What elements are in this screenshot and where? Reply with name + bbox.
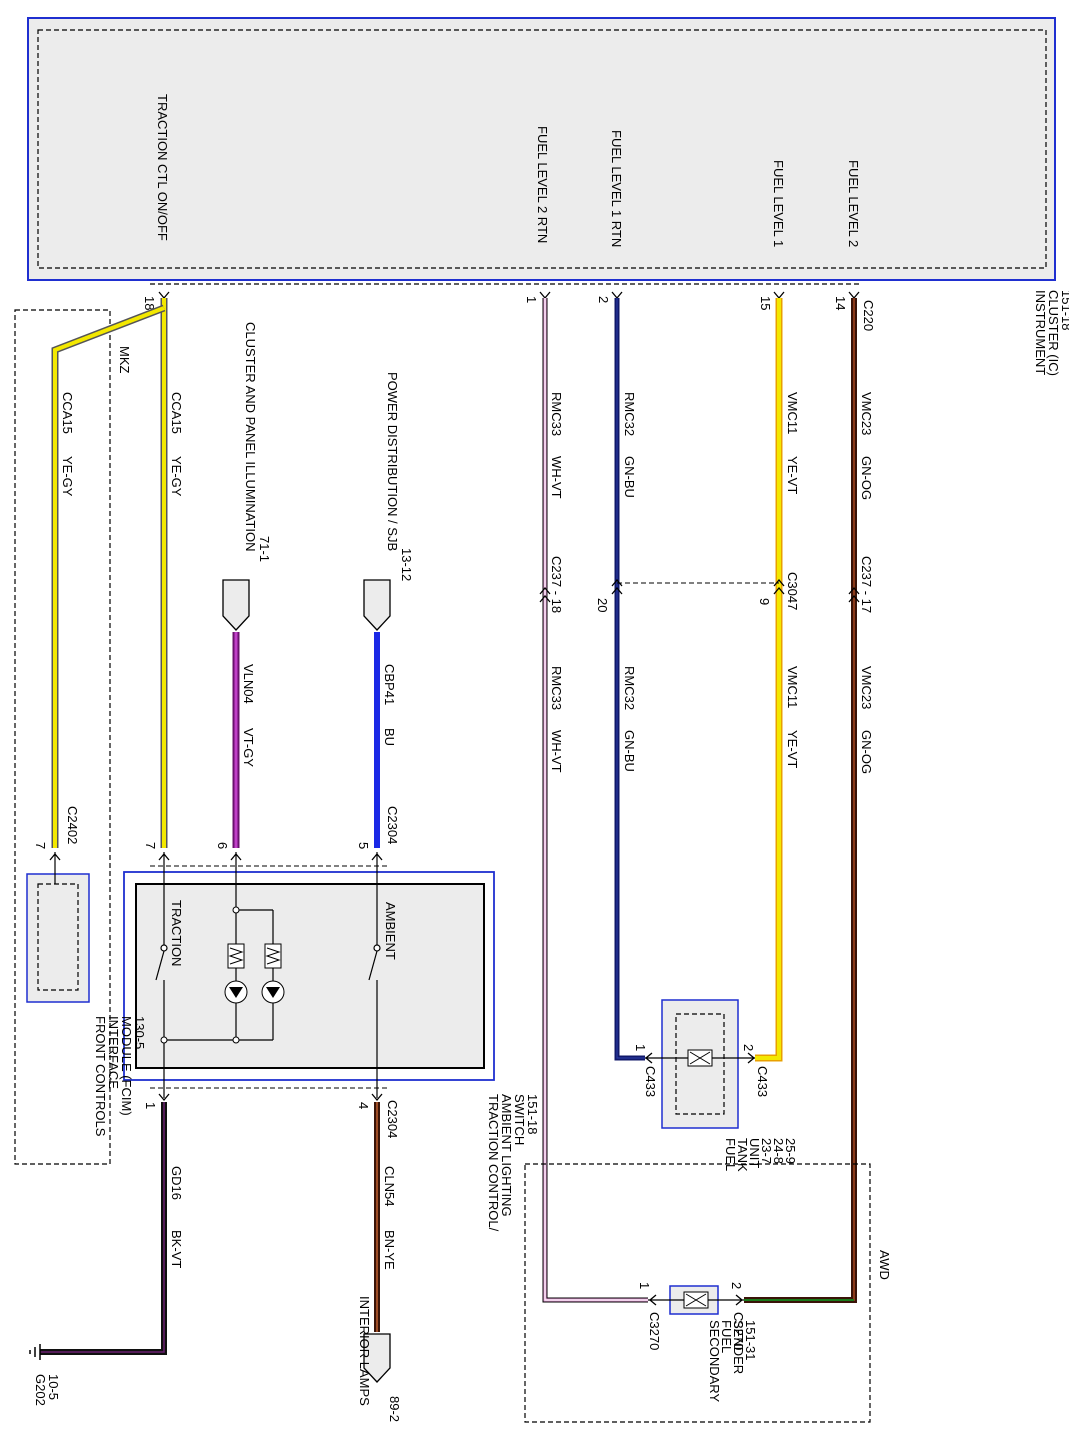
connector-c3047: C3047 — [785, 572, 800, 610]
wire-label-vmc11-circuit: VMC11 — [785, 392, 800, 434]
pin-6: 6 — [215, 842, 230, 849]
cluster-panel-ref: CLUSTER AND PANEL ILLUMINATION 71-1 — [222, 322, 272, 631]
ic-name: INSTRUMENT CLUSTER (IC) 151-18 — [1033, 290, 1069, 380]
instrument-cluster: TRACTION CTL ON/OFF FUEL LEVEL 2 RTN FUE… — [27, 17, 1069, 380]
wire-rmc33 — [542, 298, 648, 1303]
connector-c3270-left: C3270 — [647, 1312, 662, 1350]
pin-7-switch: 7 — [143, 842, 158, 849]
svg-text:G202 10-5: G202 10-5 — [33, 1374, 61, 1409]
wire-label-vln04-color: VT-GY — [241, 728, 256, 767]
wire-label-vmc23-color: GN-OG — [859, 456, 874, 500]
fuel-tank-unit: FUEL TANK UNIT 23-7 24-8 25-9 — [644, 999, 798, 1175]
ground-g202: G202 10-5 — [29, 1344, 61, 1409]
wire-label-gd16-color: BK-VT — [169, 1230, 184, 1268]
svg-text:FUEL TANK UNIT: FUEL TANK UNIT 23-7 24-8 25-9 — [723, 1138, 798, 1175]
traction-ambient-switch: TRACTION AMBIENT — [123, 852, 495, 1098]
switch-label-traction: TRACTION — [169, 900, 184, 966]
svg-text:FRONT CONTROLS INTERFACE: FRONT CONTROLS INTERFACE MODULE (FCIM) 1… — [93, 1016, 147, 1140]
wire-label-rmc32-circuit: RMC32 — [622, 392, 637, 436]
fcim-module: FRONT CONTROLS INTERFACE MODULE (FCIM) 1… — [26, 852, 147, 1140]
pin-20: 20 — [595, 598, 610, 612]
awd-label: AWD — [877, 1250, 892, 1280]
wire-label-cca15-color: YE-GY — [169, 456, 184, 497]
svg-text:CLUSTER AND PANEL ILLUMINATION: CLUSTER AND PANEL ILLUMINATION 71-1 — [243, 322, 272, 562]
wire-label-rmc33-color: WH-VT — [549, 456, 564, 499]
connector-c433-left: C433 — [643, 1066, 658, 1097]
wire-label-rmc33-circuit-2: RMC33 — [549, 666, 564, 710]
wire-label-vmc11-circuit-2: VMC11 — [785, 666, 800, 708]
wire-label-cbp41-color: BU — [382, 728, 397, 746]
wire-label-rmc32-circuit-2: RMC32 — [622, 666, 637, 710]
interior-lamps-ref: INTERIOR LAMPS 89-2 — [357, 1296, 402, 1422]
pin-1: 1 — [524, 296, 539, 303]
ic-pin-label-fuel-level-1: FUEL LEVEL 1 — [771, 160, 786, 247]
connector-c433-right: C433 — [755, 1066, 770, 1097]
wire-label-rmc32-color: GN-BU — [622, 456, 637, 498]
interior-lamps-label: INTERIOR LAMPS — [357, 1296, 372, 1406]
wire-label-vmc11-color: YE-VT — [785, 456, 800, 494]
connector-c2304-top: C2304 — [385, 806, 400, 844]
wire-label-vmc23-circuit-2: VMC23 — [859, 666, 874, 709]
ic-pin-label-fuel-level-1-rtn: FUEL LEVEL 1 RTN — [609, 130, 624, 247]
wire-label-vmc23-circuit: VMC23 — [859, 392, 874, 435]
mkz-option-box — [14, 309, 111, 1165]
connector-c3270-right: C3270 — [731, 1312, 746, 1350]
pin-4: 4 — [356, 1102, 371, 1109]
pin-15: 15 — [758, 296, 773, 310]
wire-label-cca15-fcim-circuit: CCA15 — [60, 392, 75, 434]
connector-c2304-bottom: C2304 — [385, 1100, 400, 1138]
wire-label-rmc33-circuit: RMC33 — [549, 392, 564, 436]
ic-pin-label-traction: TRACTION CTL ON/OFF — [155, 94, 170, 241]
wire-label-cln54-circuit: CLN54 — [382, 1166, 397, 1206]
wire-label-gd16-circuit: GD16 — [169, 1166, 184, 1200]
ic-connector-c220: C220 — [861, 300, 876, 331]
secondary-fuel-sender: SECONDARY FUEL SENDER 151-31 — [648, 1285, 758, 1406]
pin-1-switch: 1 — [143, 1102, 158, 1109]
wire-label-cbp41-circuit: CBP41 — [382, 664, 397, 705]
pin-18: 18 — [142, 296, 157, 310]
inline-connector-terminals — [539, 578, 860, 603]
wire-label-vmc23-color-2: GN-OG — [859, 730, 874, 774]
wire-vmc23 — [744, 298, 857, 1303]
connector-c237-18: C237 - 18 — [549, 556, 564, 613]
ic-pin-label-fuel-level-2: FUEL LEVEL 2 — [846, 160, 861, 247]
wire-label-rmc32-color-2: GN-BU — [622, 730, 637, 772]
pin-5: 5 — [356, 842, 371, 849]
wire-label-vln04-circuit: VLN04 — [241, 664, 256, 704]
wire-rmc32 — [614, 298, 645, 1061]
wire-label-cln54-color: BN-YE — [382, 1230, 397, 1270]
pin-9: 9 — [757, 598, 772, 605]
connector-c237-17: C237 - 17 — [859, 556, 874, 613]
ic-connector-terminals — [158, 291, 860, 300]
switch-label-ambient: AMBIENT — [383, 902, 398, 960]
svg-text:POWER DISTRIBUTION / SJB: POWER DISTRIBUTION / SJB 13-12 — [385, 372, 414, 581]
pin-2: 2 — [596, 296, 611, 303]
sender-pin-1: 1 — [637, 1282, 652, 1289]
wire-vmc11 — [755, 298, 783, 1062]
power-distribution-ref: POWER DISTRIBUTION / SJB 13-12 — [363, 372, 414, 631]
tank-pin-1: 1 — [633, 1044, 648, 1051]
tank-pin-2: 2 — [741, 1044, 756, 1051]
wire-label-cca15-fcim-color: YE-GY — [60, 456, 75, 497]
sender-pin-2: 2 — [729, 1282, 744, 1289]
switch-terminals — [158, 852, 383, 1102]
mkz-label: MKZ — [117, 346, 132, 374]
svg-text:SECONDARY FUEL SEN: SECONDARY FUEL SENDER 151-31 — [707, 1320, 758, 1406]
wire-label-rmc33-color-2: WH-VT — [549, 730, 564, 773]
wire-label-cca15-circuit: CCA15 — [169, 392, 184, 434]
connector-c2402: C2402 — [65, 806, 80, 844]
pin-14: 14 — [833, 296, 848, 310]
wire-label-vmc11-color-2: YE-VT — [785, 730, 800, 768]
pin-7-fcim: 7 — [33, 842, 48, 849]
ic-pin-label-fuel-level-2-rtn: FUEL LEVEL 2 RTN — [535, 126, 550, 243]
wire-gd16 — [40, 1102, 167, 1355]
switch-name: TRACTION CONTROL/ AMBIENT LIGHTING SWITC… — [486, 1094, 540, 1235]
awd-option-box — [524, 1163, 871, 1423]
wire-cca15-fcim — [51, 304, 166, 848]
interior-lamps-page: 89-2 — [387, 1396, 402, 1422]
